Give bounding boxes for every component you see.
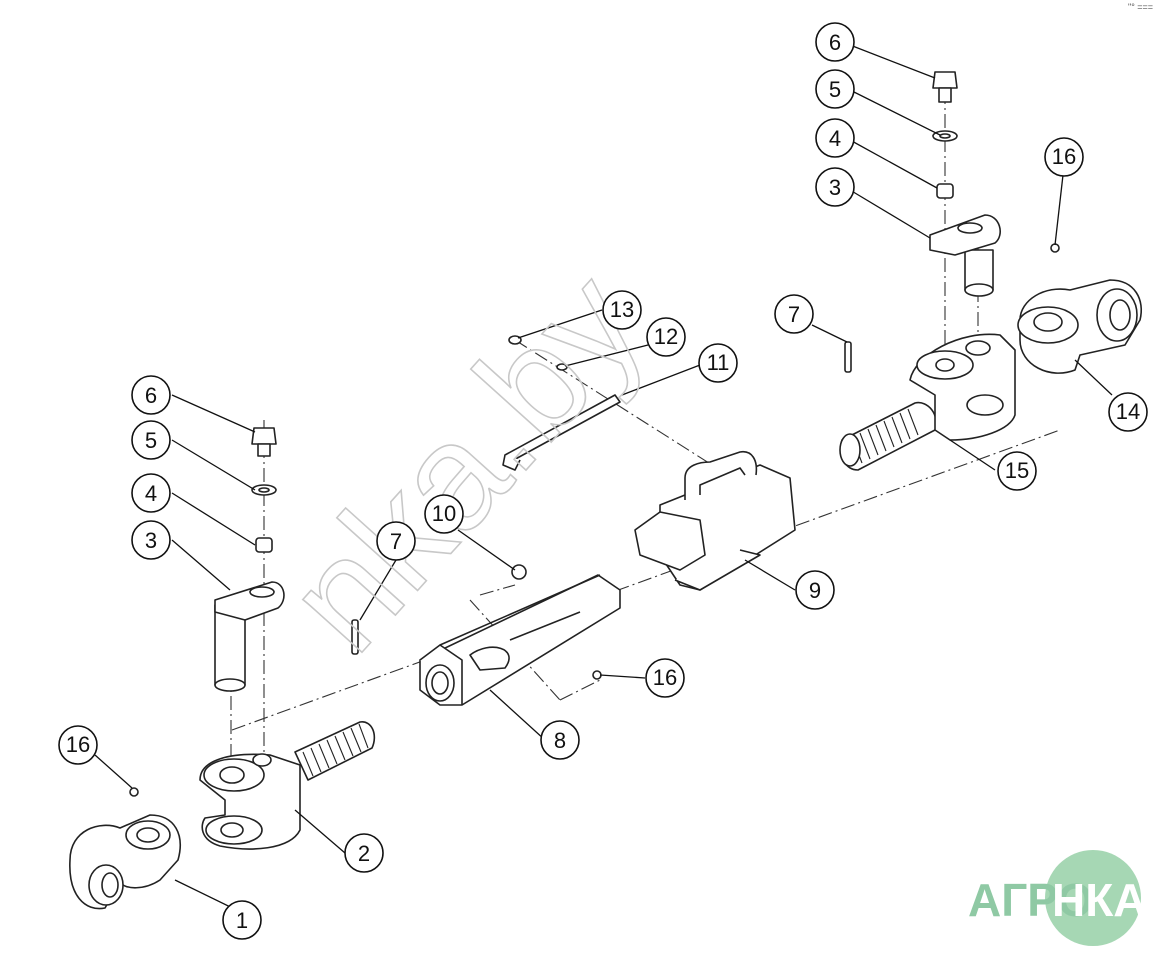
grease-nipple: [511, 564, 527, 580]
svg-text:1: 1: [236, 908, 248, 933]
callout-3-right: 3: [815, 167, 855, 207]
spring-pin-left: [351, 619, 359, 655]
callout-14: 14: [1108, 392, 1148, 432]
logo: АГРО НКА: [968, 850, 1147, 946]
callout-8: 8: [540, 720, 580, 760]
callout-16-center: 16: [645, 658, 685, 698]
svg-text:5: 5: [145, 428, 157, 453]
svg-text:6: 6: [145, 383, 157, 408]
callout-7-left: 7: [376, 521, 416, 561]
svg-text:4: 4: [829, 126, 841, 151]
callout-12: 12: [646, 317, 686, 357]
logo-left-text: АГРО: [968, 874, 1093, 926]
callout-16-right: 16: [1044, 137, 1084, 177]
svg-text:4: 4: [145, 481, 157, 506]
logo-circle: [1045, 850, 1141, 946]
svg-text:2: 2: [358, 841, 370, 866]
callout-4-left: 4: [131, 473, 171, 513]
svg-text:5: 5: [829, 77, 841, 102]
center-tube: [419, 574, 621, 706]
callout-2: 2: [344, 833, 384, 873]
grease-nipple-16-left: [129, 787, 139, 797]
logo-right-text: НКА: [1052, 874, 1147, 926]
spring-pin-right: [844, 341, 852, 373]
svg-text:16: 16: [66, 732, 90, 757]
svg-text:13: 13: [610, 297, 634, 322]
svg-text:7: 7: [788, 302, 800, 327]
svg-text:14: 14: [1116, 399, 1140, 424]
ball-joint-left: [69, 814, 181, 910]
ball-joint-right: [1017, 279, 1142, 374]
threaded-yoke-left: [199, 721, 376, 850]
callout-13: 13: [602, 290, 642, 330]
callouts: 1 2 3 4 5 6 7 8 9 10 11 12 13 7 14 15 3 …: [58, 22, 1148, 940]
leader-lines: [94, 44, 1113, 921]
grease-nipple-16-right: [1050, 243, 1060, 253]
svg-text:12: 12: [654, 324, 678, 349]
washer-12: [556, 363, 568, 371]
callout-4-right: 4: [815, 118, 855, 158]
callout-11: 11: [698, 343, 738, 383]
callout-1: 1: [222, 900, 262, 940]
pin-assembly-left: [214, 427, 285, 692]
callout-6-right: 6: [815, 22, 855, 62]
svg-text:3: 3: [829, 175, 841, 200]
spring-clip: [502, 394, 621, 471]
svg-text:3: 3: [145, 528, 157, 553]
callout-10: 10: [424, 494, 464, 534]
callout-15: 15: [997, 451, 1037, 491]
pin-assembly-right: [929, 71, 1001, 297]
callout-5-right: 5: [815, 69, 855, 109]
svg-text:16: 16: [653, 665, 677, 690]
svg-text:9: 9: [809, 578, 821, 603]
callout-3-left: 3: [131, 520, 171, 560]
corner-mark: "° ===: [1128, 2, 1153, 12]
svg-text:7: 7: [390, 529, 402, 554]
threaded-yoke-right: [839, 333, 1016, 471]
svg-text:15: 15: [1005, 458, 1029, 483]
callout-7-right: 7: [774, 294, 814, 334]
callout-9: 9: [795, 570, 835, 610]
callout-5-left: 5: [131, 420, 171, 460]
svg-text:6: 6: [829, 30, 841, 55]
handle-guard: [634, 450, 796, 591]
grease-nipple-16-center: [592, 670, 602, 680]
callout-6-left: 6: [131, 375, 171, 415]
svg-text:16: 16: [1052, 144, 1076, 169]
svg-text:10: 10: [432, 501, 456, 526]
svg-text:11: 11: [707, 350, 730, 375]
callout-16-left: 16: [58, 725, 98, 765]
svg-text:8: 8: [554, 728, 566, 753]
